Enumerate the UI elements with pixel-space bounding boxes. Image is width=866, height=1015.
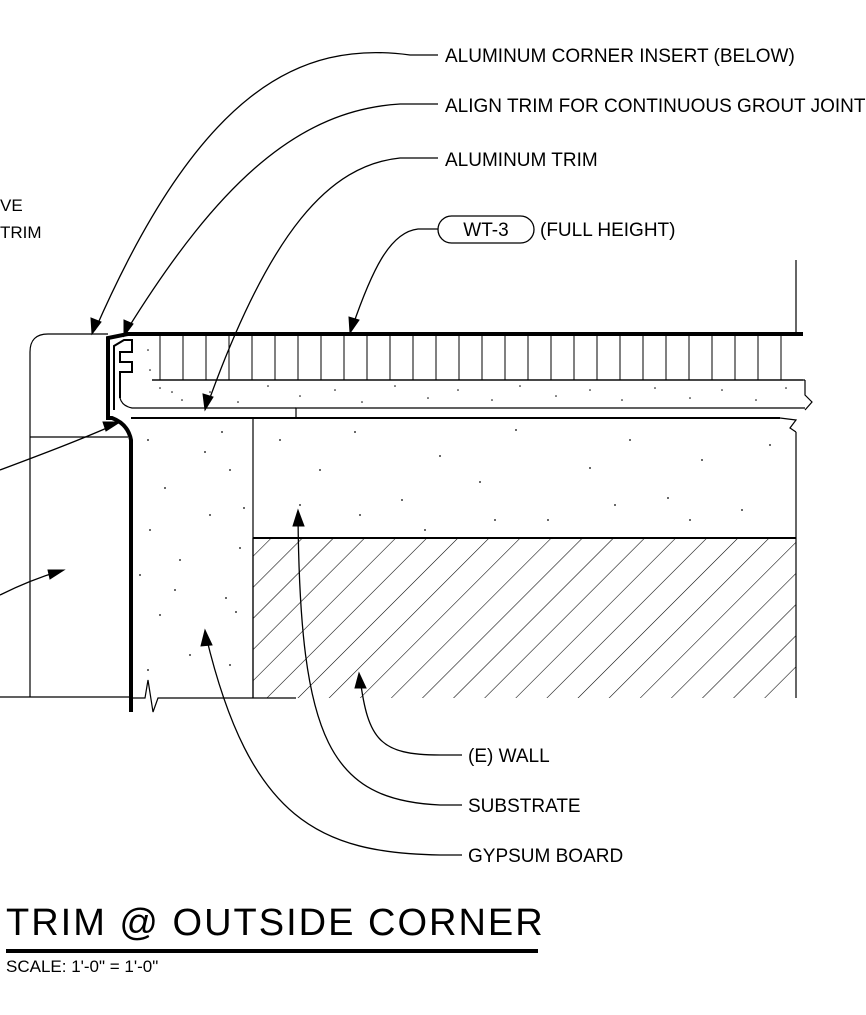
tag-label: WT-3 (463, 220, 508, 241)
leader-wt3 (348, 228, 438, 335)
leader-substrate (292, 508, 462, 806)
leader-aluminum-trim (202, 157, 438, 412)
gypsum-board (131, 418, 296, 713)
callout-aluminum-trim: ALUMINUM TRIM (445, 150, 598, 171)
gypsum-stipple (139, 431, 245, 671)
callout-cut-left-2: TRIM (0, 223, 42, 242)
substrate-stipple (279, 429, 771, 531)
callout-existing-wall: (E) WALL (468, 746, 550, 767)
callout-full-height: (FULL HEIGHT) (540, 220, 675, 241)
callout-gypsum-board: GYPSUM BOARD (468, 846, 623, 867)
detail-scale: SCALE: 1'-0" = 1'-0" (6, 957, 158, 976)
callout-substrate: SUBSTRATE (468, 796, 581, 817)
adjacent-element-outline (0, 333, 131, 698)
leader-align-trim (123, 103, 438, 338)
detail-title-block: TRIM @ OUTSIDE CORNER SCALE: 1'-0" = 1'-… (6, 902, 545, 976)
leader-corner-insert (90, 51, 438, 336)
setting-bed-stipple (147, 349, 787, 403)
callout-cut-left-1: VE (0, 196, 23, 215)
callout-corner-insert: ALUMINUM CORNER INSERT (BELOW) (445, 46, 795, 67)
material-tag-wt3: WT-3 (437, 215, 535, 244)
wall-tile (126, 260, 803, 381)
callout-align-trim: ALIGN TRIM FOR CONTINUOUS GROUT JOINT (445, 96, 866, 117)
detail-title: TRIM @ OUTSIDE CORNER (6, 902, 545, 944)
leader-existing-wall (354, 671, 462, 756)
aluminum-trim (106, 332, 296, 712)
leader-left-lower (0, 569, 66, 596)
substrate (131, 417, 798, 698)
existing-wall (252, 537, 796, 698)
leader-gypsum-board (200, 628, 462, 856)
tile-joints (159, 334, 782, 380)
leader-left-upper (0, 421, 122, 471)
